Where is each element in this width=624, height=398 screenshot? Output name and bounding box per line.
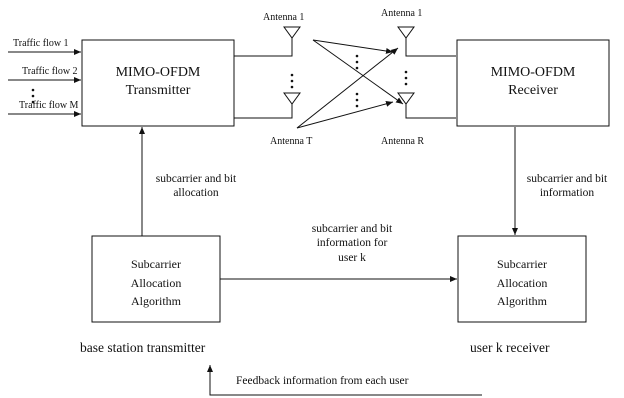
user-receiver-caption: user k receiver bbox=[470, 340, 550, 355]
tx-allocation-line2: allocation bbox=[173, 187, 219, 200]
channel-path-1-1 bbox=[312, 39, 394, 54]
feedback-arrow bbox=[207, 365, 482, 396]
channel-path-1-r bbox=[312, 39, 404, 105]
transmitter-title-line2: Transmitter bbox=[125, 83, 191, 99]
base-station-caption: base station transmitter bbox=[80, 340, 206, 355]
user-info-line2: information for bbox=[316, 237, 388, 250]
feedback-caption: Feedback information from each user bbox=[236, 375, 409, 387]
rx-feed-bottom bbox=[405, 104, 456, 119]
tx-feed-top bbox=[234, 38, 293, 57]
channel-path-t-r bbox=[296, 100, 394, 129]
transmitter-title-line1: MIMO-OFDM bbox=[115, 65, 201, 80]
rx-feed-top bbox=[405, 38, 456, 57]
user-info-label: subcarrier and bit information for user … bbox=[284, 222, 420, 265]
receiver-title-line2: Receiver bbox=[508, 83, 558, 99]
tx-antenna-1 bbox=[283, 26, 301, 39]
algo-right-line2: Allocation bbox=[496, 275, 548, 290]
transmitter-title: MIMO-OFDM Transmitter bbox=[82, 64, 234, 100]
receiver-title: MIMO-OFDM Receiver bbox=[457, 64, 609, 100]
receiver-title-line1: MIMO-OFDM bbox=[490, 65, 576, 80]
transmitter-box bbox=[81, 39, 235, 127]
tx-antenna-1-label: Antenna 1 bbox=[263, 12, 305, 23]
rx-antenna-1 bbox=[397, 26, 415, 39]
tx-antenna-t-label: Antenna T bbox=[270, 136, 313, 147]
tx-allocation-line1: subcarrier and bit bbox=[155, 173, 237, 185]
algo-left-line3: Algorithm bbox=[131, 294, 181, 309]
traffic-flow-m-label: Traffic flow M bbox=[19, 100, 79, 111]
algo-right-line3: Algorithm bbox=[497, 294, 547, 309]
rx-antenna-r-label: Antenna R bbox=[381, 136, 425, 147]
traffic-flow-1-label: Traffic flow 1 bbox=[13, 38, 69, 49]
receiver-box bbox=[456, 39, 610, 127]
channel-path-t-1 bbox=[296, 47, 399, 129]
tx-antenna-t bbox=[283, 92, 301, 105]
algo-right-line1: Subcarrier bbox=[497, 257, 547, 271]
tx-allocation-label: subcarrier and bit allocation bbox=[140, 172, 252, 201]
rx-information-line1: subcarrier and bit bbox=[526, 173, 608, 185]
algo-left-line2: Allocation bbox=[130, 275, 182, 290]
rx-information-label: subcarrier and bit information bbox=[512, 172, 622, 201]
rx-information-line2: information bbox=[539, 187, 595, 200]
algo-left-text: Subcarrier Allocation Algorithm bbox=[92, 255, 220, 311]
algo-left-line1: Subcarrier bbox=[131, 257, 181, 271]
rx-antenna-1-label: Antenna 1 bbox=[381, 8, 423, 19]
traffic-flow-2-label: Traffic flow 2 bbox=[22, 66, 78, 77]
algo-right-text: Subcarrier Allocation Algorithm bbox=[458, 255, 586, 311]
user-info-line1: subcarrier and bit bbox=[311, 223, 393, 235]
tx-feed-bottom bbox=[234, 104, 293, 119]
user-info-line3: user k bbox=[338, 251, 366, 264]
algo-box-right bbox=[457, 235, 587, 323]
